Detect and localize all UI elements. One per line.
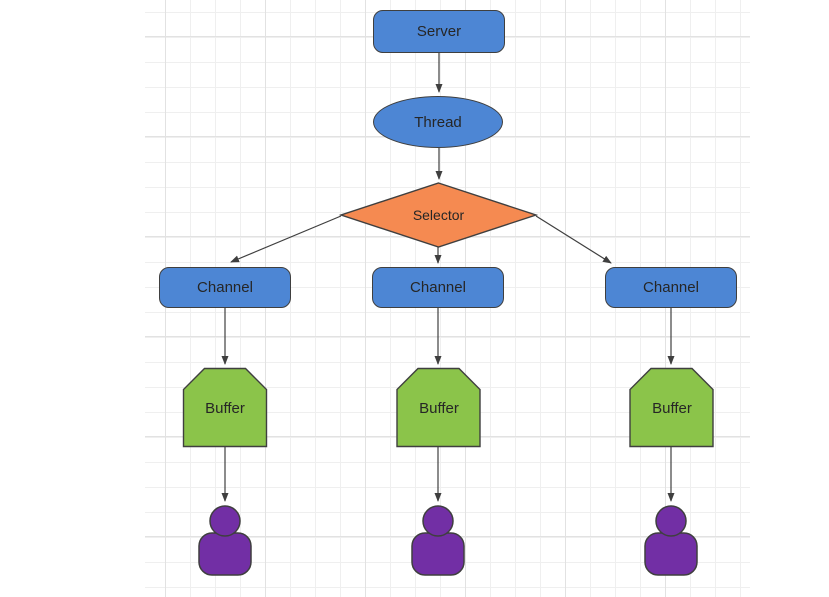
- node-buffer-2: Buffer: [397, 369, 481, 447]
- node-selector: Selector: [341, 183, 536, 247]
- node-channel-label: Channel: [410, 279, 466, 296]
- node-thread: Thread: [373, 96, 503, 148]
- node-channel-label: Channel: [197, 279, 253, 296]
- node-buffer-label: Buffer: [205, 399, 245, 417]
- node-buffer-label: Buffer: [419, 399, 459, 417]
- node-server-label: Server: [416, 23, 462, 40]
- node-channel-label: Channel: [643, 279, 699, 296]
- node-buffer-3: Buffer: [630, 369, 714, 447]
- node-channel-3: Channel: [605, 267, 737, 308]
- node-server: Server: [373, 10, 505, 53]
- node-buffer-1: Buffer: [183, 369, 267, 447]
- node-buffer-label: Buffer: [652, 399, 692, 417]
- node-selector-label: Selector: [412, 207, 465, 223]
- node-channel-1: Channel: [159, 267, 291, 308]
- node-thread-label: Thread: [414, 113, 462, 131]
- node-channel-2: Channel: [372, 267, 504, 308]
